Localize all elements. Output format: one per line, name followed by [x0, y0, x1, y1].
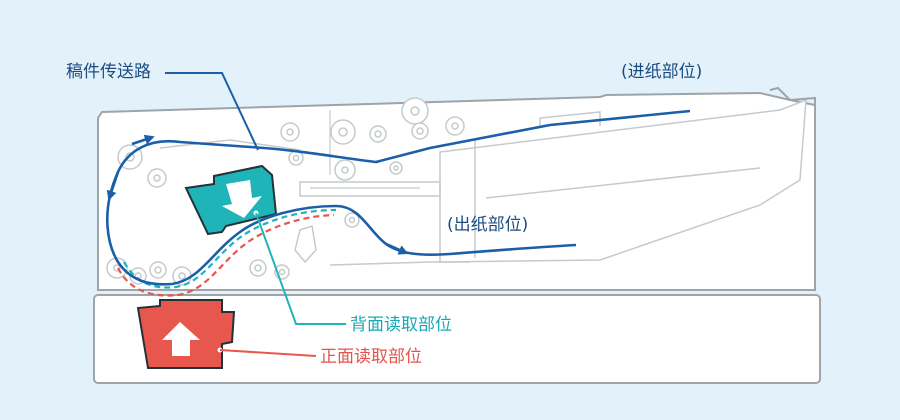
- leader-document-path: [165, 72, 259, 151]
- arrow-up-icon: [162, 322, 200, 356]
- label-front-read-position: 正面读取部位: [320, 347, 422, 367]
- path-arrow-output: [385, 242, 409, 255]
- document-transport-path: [106, 109, 691, 286]
- label-output-position: (出纸部位): [447, 215, 529, 235]
- front-read-dashed-path: [117, 213, 335, 297]
- arrow-down-icon: [222, 180, 262, 218]
- tray-stopper: [769, 86, 816, 110]
- output-guide: [294, 225, 317, 264]
- scanner-body: [93, 294, 821, 384]
- back-read-sensor: [184, 164, 278, 236]
- label-back-read-position: 背面读取部位: [350, 315, 452, 335]
- leader-front-read: [219, 349, 317, 357]
- label-document-path: 稿件传送路: [66, 62, 151, 82]
- path-arrow-left: [106, 171, 120, 201]
- leader-back-read: [255, 212, 346, 325]
- front-read-sensor: [136, 299, 236, 369]
- back-read-dashed-path: [123, 208, 337, 289]
- path-arrow-top: [131, 134, 155, 146]
- label-feed-position: (进纸部位): [621, 62, 703, 82]
